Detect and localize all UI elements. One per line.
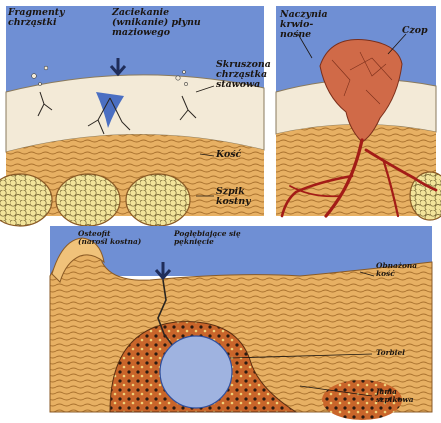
- label-deepening-crack: Pogłębiające się pęknięcie: [174, 230, 241, 246]
- label-cartilage-fragments: Fragmenty chrząstki: [8, 8, 65, 28]
- label-marrow-cavity: Jama szpikowa: [376, 388, 414, 404]
- label-synovial-fluid-seepage: Zaciekanie (wnikanie) płynu maziowego: [112, 8, 201, 38]
- label-cyst: Torbiel: [376, 349, 405, 357]
- label-bone: Kość: [216, 150, 241, 160]
- label-crushed-cartilage: Skruszona chrząstka stawowa: [216, 60, 271, 90]
- label-exposed-bone: Obnażona kość: [376, 262, 417, 278]
- panel-a-marrow: [0, 174, 190, 226]
- label-blood-vessels: Naczynia krwio- nośne: [280, 10, 328, 40]
- cyst: [160, 336, 232, 408]
- label-plug: Czop: [402, 26, 428, 36]
- label-bone-marrow: Szpik kostny: [216, 187, 251, 207]
- panel-c: [50, 226, 432, 420]
- label-osteophyte: Osteofit (narośl kostna): [78, 230, 141, 246]
